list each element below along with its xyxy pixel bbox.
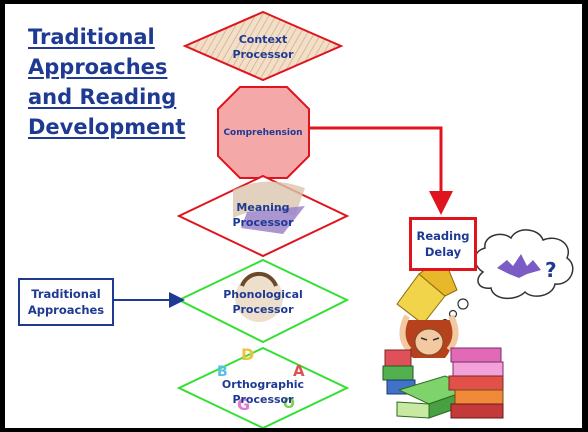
comprehension-label: Comprehension — [223, 128, 302, 138]
phonological-label-2: Processor — [232, 303, 294, 316]
context-label-2: Processor — [232, 48, 294, 61]
reading-delay-box: Reading Delay — [409, 217, 477, 271]
orthographic-label-2: Processor — [232, 393, 294, 406]
context-processor-node: Context Processor — [182, 10, 344, 82]
meaning-label-1: Meaning — [236, 201, 289, 214]
comprehension-to-delay-arrow — [309, 126, 453, 215]
svg-text:D: D — [241, 345, 254, 364]
meaning-processor-node: Meaning Processor — [176, 174, 350, 258]
bat-icon — [497, 254, 541, 278]
orthographic-processor-node: B D A G O Orthographic Processor — [176, 345, 350, 428]
svg-text:B: B — [217, 364, 228, 380]
reading-delay-label-1: Reading — [416, 229, 470, 243]
svg-text:G: G — [237, 395, 250, 414]
title-line: Traditional — [28, 25, 155, 49]
traditional-label-1: Traditional — [31, 287, 101, 301]
diagram-canvas: Context Processor Comprehension Meaning … — [114, 10, 574, 428]
slide-title: Traditional Approaches and Reading Devel… — [28, 22, 198, 142]
traditional-approaches-box: Traditional Approaches — [18, 278, 114, 326]
svg-text:O: O — [283, 396, 295, 412]
traditional-label-2: Approaches — [27, 303, 105, 317]
meaning-label-2: Processor — [232, 216, 294, 229]
reading-delay-label-2: Delay — [424, 245, 462, 259]
question-mark-icon: ? — [545, 258, 557, 282]
context-label-1: Context — [239, 33, 288, 46]
phonological-label-1: Phonological — [223, 288, 303, 301]
comprehension-node: Comprehension — [217, 86, 310, 179]
title-line: Development — [28, 115, 186, 139]
orthographic-label-1: Orthographic — [222, 378, 304, 391]
phonological-processor-node: Phonological Processor — [176, 258, 350, 344]
svg-text:A: A — [293, 362, 305, 380]
slide: Traditional Approaches and Reading Devel… — [5, 4, 582, 428]
title-line: Approaches — [28, 55, 168, 79]
child-with-books-illustration — [382, 255, 504, 419]
title-line: and Reading — [28, 85, 177, 109]
